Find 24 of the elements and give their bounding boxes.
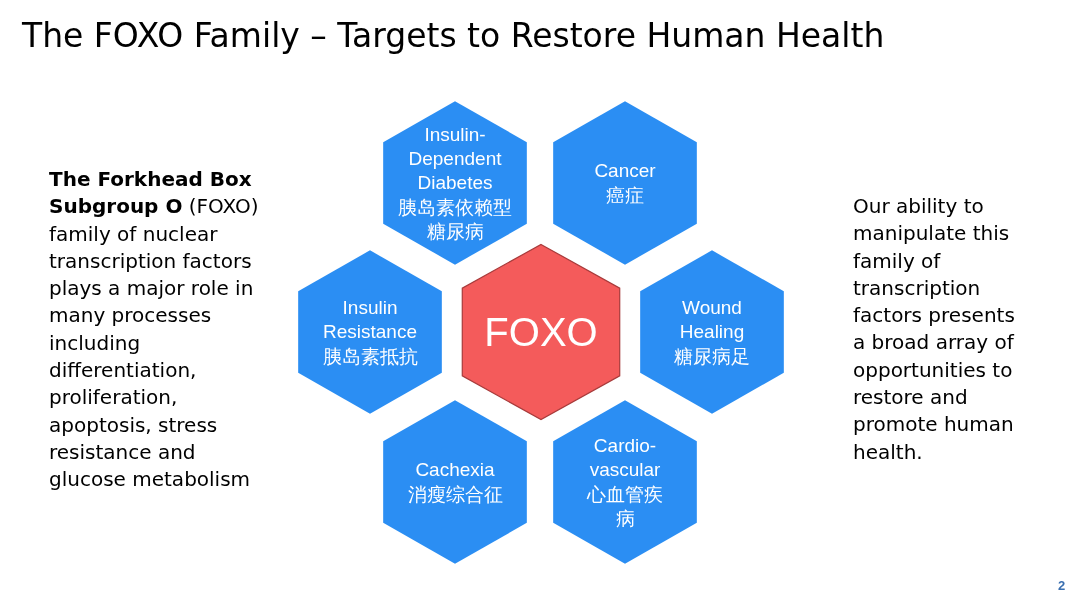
hexagon-label: Cardio-vascular (588, 434, 662, 482)
hexagon-label: 胰岛素抵抗 (322, 344, 418, 368)
hexagon (297, 249, 443, 415)
hexagon (461, 243, 621, 421)
hexagon (552, 100, 698, 266)
description-text: Our ability to manipulate this family of transcription factors presents a broad array of opportunities to restore and promote human health. (853, 193, 1016, 466)
description-text: The Forkhead Box Subgroup O (FOXO) family of nuclear transcription factors plays a major role in many processes including differentiation, proliferation, apoptosis, stress resistance and glucose metabolism (49, 166, 260, 494)
hexagon-label: Cancer (594, 159, 656, 183)
hexagon-label: Insulin-Dependent Diabetes (407, 123, 503, 195)
hexagon-label: 胰岛素依赖型糖尿病 (397, 195, 513, 243)
hexagon (382, 100, 528, 266)
hexagon-label: FOXO (484, 309, 598, 355)
hexagon-label: Wound Healing (678, 296, 746, 344)
hexagon (552, 399, 698, 565)
hexagon-label: Insulin Resistance (322, 296, 418, 344)
page-number: 2 (1058, 578, 1066, 593)
hexagon-label: Cachexia (415, 458, 495, 482)
hexagon-label: 糖尿病足 (674, 344, 750, 368)
hexagon-label: 癌症 (606, 183, 644, 207)
hexagon (382, 399, 528, 565)
hexagon-label: 心血管疾病 (586, 482, 664, 530)
hexagon (639, 249, 785, 415)
hexagon-label: 消瘦综合征 (407, 482, 503, 506)
slide-title: The FOXO Family – Targets to Restore Human Health (22, 16, 885, 55)
